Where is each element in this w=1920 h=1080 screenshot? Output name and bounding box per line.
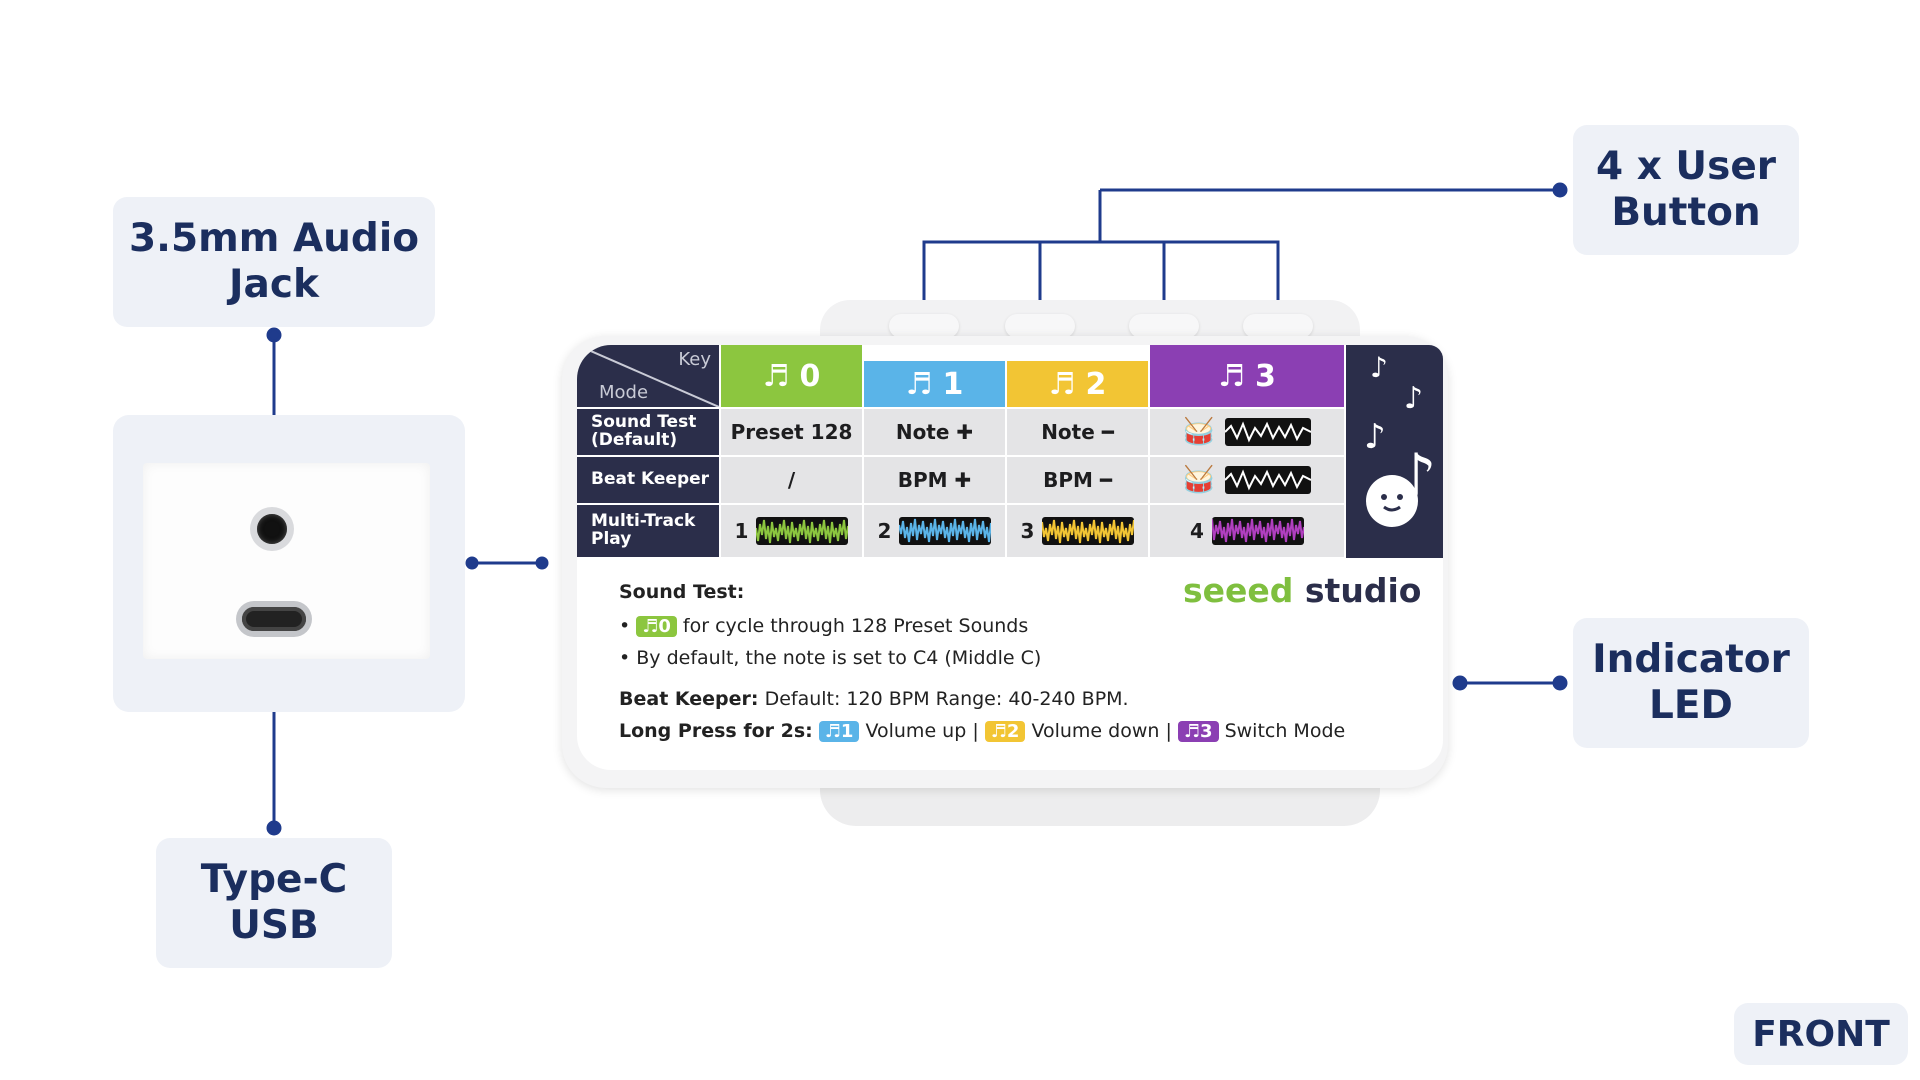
waveform-line	[756, 519, 849, 544]
seeed-studio-logo: seeed studio	[1183, 571, 1422, 610]
key-header-1: ♬1	[864, 361, 1005, 407]
cell-sound-test-key3: 🥁	[1150, 409, 1344, 455]
waveform-line	[1042, 519, 1135, 544]
user-button-2	[1129, 314, 1199, 338]
corner-mode-label: Mode	[599, 382, 649, 403]
type-c-line2: USB	[229, 903, 319, 948]
key-header-0: ♬0	[721, 345, 862, 407]
key0-badge: ♬0	[636, 616, 677, 637]
mode-label-sound-test: Sound Test(Default)	[577, 409, 719, 455]
cell-beat-keeper-key0: /	[721, 457, 862, 503]
cell-beat-keeper-key1: BPM ✚	[864, 457, 1005, 503]
user-button-line1: 4 x User	[1595, 143, 1776, 189]
waveform-track-1	[756, 517, 849, 545]
user-button-1	[1005, 314, 1075, 338]
indicator-led-line2: LED	[1649, 683, 1733, 728]
table-corner: Key Mode	[577, 345, 719, 407]
note-icon: ♪	[1370, 351, 1388, 384]
sound-test-title: Sound Test:	[619, 581, 745, 603]
cell-sound-test-key2: Note ━	[1007, 409, 1148, 455]
waveform-track-4	[1211, 517, 1304, 545]
corner-key-label: Key	[678, 349, 711, 370]
beat-keeper-line: Beat Keeper: Default: 120 BPM Range: 40-…	[619, 688, 1129, 710]
type-c-callout: Type-C USB	[156, 838, 392, 968]
waveform-track-3	[1042, 517, 1135, 545]
cell-multi-track-key3: 4	[1150, 505, 1344, 557]
key-header-3: ♬3	[1150, 345, 1344, 407]
label-card: Key Mode ♬0 ♬1 ♬2 ♬3 Sound Test(Default)…	[577, 345, 1443, 770]
waveform-line	[1211, 518, 1304, 543]
waveform-icon	[1225, 466, 1312, 494]
cell-multi-track-key1: 2	[864, 505, 1005, 557]
cell-multi-track-key2: 3	[1007, 505, 1148, 557]
audio-jack-line2: Jack	[229, 262, 319, 307]
user-button-3	[1243, 314, 1313, 338]
drum-icon: 🥁	[1182, 417, 1216, 447]
waveform-line	[899, 518, 992, 543]
indicator-led-callout: Indicator LED	[1573, 618, 1809, 748]
note-icon: ♪	[1364, 417, 1386, 457]
type-c-line1: Type-C	[200, 856, 348, 902]
cell-beat-keeper-key2: BPM ━	[1007, 457, 1148, 503]
cell-multi-track-key0: 1	[721, 505, 862, 557]
music-notes-strip: ♪ ♪ ♪ ♪	[1346, 345, 1443, 558]
key-header-2: ♬2	[1007, 361, 1148, 407]
audio-jack-line1: 3.5mm Audio	[129, 215, 419, 261]
cell-sound-test-key1: Note ✚	[864, 409, 1005, 455]
key1-badge: ♬1	[818, 721, 860, 742]
audio-jack-port	[250, 507, 294, 551]
front-label: FRONT	[1734, 1003, 1908, 1065]
note-icon: ♪	[1404, 381, 1424, 416]
waveform-icon	[1225, 418, 1312, 446]
key3-badge: ♬3	[1177, 721, 1219, 742]
cell-sound-test-key0: Preset 128	[721, 409, 862, 455]
mode-label-beat-keeper: Beat Keeper	[577, 457, 719, 503]
user-button-callout: 4 x User Button	[1573, 125, 1799, 255]
usb-c-port	[236, 601, 312, 637]
cell-beat-keeper-key3: 🥁	[1150, 457, 1344, 503]
drum-icon: 🥁	[1182, 465, 1216, 495]
key2-badge: ♬2	[984, 721, 1026, 742]
smiley-note-icon	[1366, 475, 1418, 527]
audio-jack-callout: 3.5mm Audio Jack	[113, 197, 435, 327]
sound-test-bullet-2: • By default, the note is set to C4 (Mid…	[619, 647, 1042, 669]
waveform-track-2	[899, 517, 992, 545]
indicator-led-line1: Indicator	[1592, 636, 1790, 682]
user-button-line2: Button	[1611, 190, 1761, 235]
user-button-0	[889, 314, 959, 338]
